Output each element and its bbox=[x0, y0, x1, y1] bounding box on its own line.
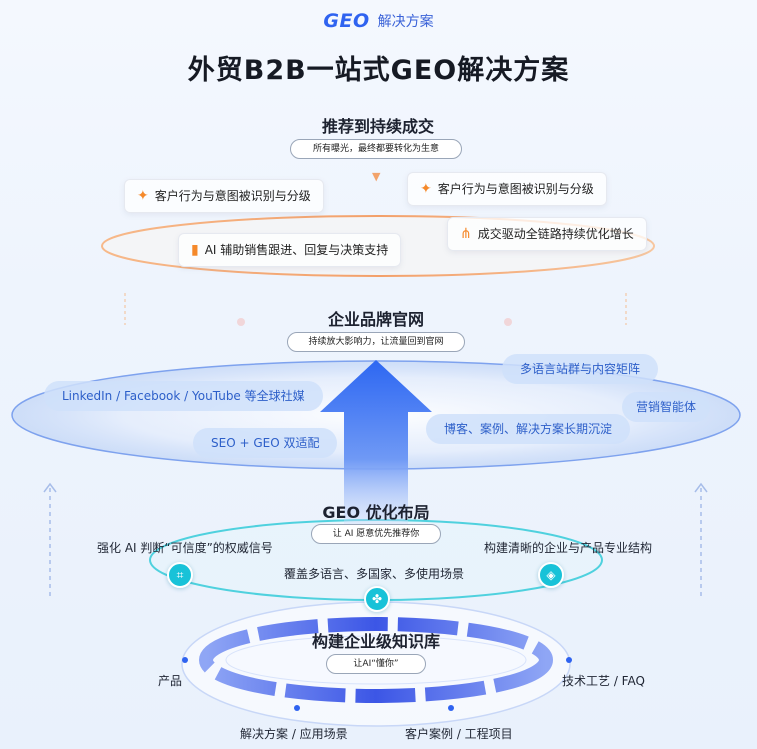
geo-label-authority: 强化 AI 判断“可信度”的权威信号 bbox=[97, 541, 273, 555]
kb-label-cases: 客户案例 / 工程项目 bbox=[405, 727, 513, 741]
bar-chart-icon: ▮ bbox=[191, 242, 199, 258]
sparkle-icon: ✦ bbox=[420, 181, 432, 197]
card-intent-right: ✦ 客户行为与意图被识别与分级 bbox=[407, 172, 607, 206]
geo-label-coverage: 覆盖多语言、多国家、多使用场景 bbox=[284, 567, 465, 581]
share-icon: ⋔ bbox=[460, 226, 472, 242]
brand-section-title: 企业品牌官网 bbox=[327, 310, 424, 329]
kb-label-solutions: 解决方案 / 应用场景 bbox=[240, 727, 348, 741]
top-section-subtitle: 所有曝光，最终都要转化为生意 bbox=[290, 139, 462, 159]
cube-icon: ◈ bbox=[538, 562, 564, 588]
card-ai-sales: ▮ AI 辅助销售跟进、回复与决策支持 bbox=[178, 233, 402, 267]
geo-section-subtitle: 让 AI 愿意优先推荐你 bbox=[311, 524, 441, 544]
kb-label-faq: 技术工艺 / FAQ bbox=[562, 674, 645, 688]
kb-dot bbox=[448, 705, 454, 711]
arrow-up-icon bbox=[43, 482, 708, 600]
network-icon: ✤ bbox=[364, 586, 390, 612]
page-title: 外贸B2B一站式GEO解决方案 bbox=[187, 55, 570, 86]
tag-multilingual-sites: 多语言站群与内容矩阵 bbox=[502, 354, 659, 384]
big-arrow-up bbox=[320, 360, 432, 540]
card-intent-left: ✦ 客户行为与意图被识别与分级 bbox=[124, 179, 324, 213]
kb-label-products: 产品 bbox=[158, 674, 183, 688]
kb-section-title: 构建企业级知识库 bbox=[311, 632, 440, 651]
brand-subtitle: 解决方案 bbox=[377, 14, 434, 30]
kb-dot bbox=[294, 705, 300, 711]
chevron-down-icon: ▼ bbox=[372, 170, 381, 183]
geo-label-structure: 构建清晰的企业与产品专业结构 bbox=[484, 541, 653, 555]
kb-dot bbox=[182, 657, 188, 663]
top-section-title: 推荐到持续成交 bbox=[321, 117, 434, 136]
geo-section-title: GEO 优化布局 bbox=[322, 503, 430, 522]
brand-logo: GEO bbox=[323, 10, 370, 32]
brand-section-subtitle: 持续放大影响力，让流量回到官网 bbox=[287, 332, 465, 352]
tag-seo-geo: SEO + GEO 双适配 bbox=[193, 428, 338, 458]
tag-social-media: LinkedIn / Facebook / YouTube 等全球社媒 bbox=[44, 381, 323, 411]
kb-ring bbox=[199, 617, 553, 703]
kb-dot bbox=[566, 657, 572, 663]
sparkle-icon: ✦ bbox=[137, 188, 149, 204]
brand-row: GEO 解决方案 bbox=[0, 10, 757, 32]
tag-content-archive: 博客、案例、解决方案长期沉淀 bbox=[426, 414, 631, 444]
scan-icon: ⌗ bbox=[167, 562, 193, 588]
card-optimization: ⋔ 成交驱动全链路持续优化增长 bbox=[447, 217, 647, 251]
tag-marketing-agent: 营销智能体 bbox=[622, 392, 711, 422]
kb-section-subtitle: 让AI“懂你” bbox=[326, 654, 426, 674]
